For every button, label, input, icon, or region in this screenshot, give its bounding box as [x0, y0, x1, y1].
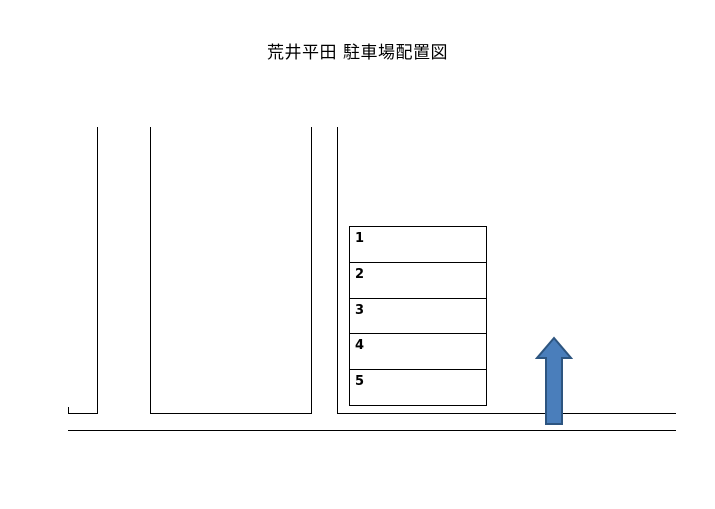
stall-number-label: 3	[355, 302, 365, 318]
parking-stall-row[interactable]: 3	[350, 298, 486, 335]
stall-number-label: 2	[355, 266, 365, 282]
arrow-up-icon	[535, 336, 573, 425]
stall-number-label: 4	[355, 338, 365, 354]
parking-stall-row[interactable]: 2	[350, 262, 486, 299]
building-3-left-wall	[337, 127, 338, 414]
building-2-bottom-wall	[150, 413, 312, 414]
building-1-bottom-wall	[68, 413, 98, 414]
building-2-right-wall	[311, 127, 312, 414]
stall-number-label: 1	[355, 231, 365, 246]
parking-stall-block: 1 2 3 4 5	[349, 226, 487, 406]
parking-stall-row[interactable]: 5	[350, 370, 486, 405]
parking-stall-row[interactable]: 4	[350, 334, 486, 371]
road-line	[68, 430, 676, 431]
building-1-left-wall	[68, 407, 69, 414]
building-3-bottom-wall	[337, 413, 676, 414]
stall-number-label: 5	[355, 374, 365, 390]
building-2-left-wall	[150, 127, 151, 414]
building-1-right-wall	[97, 127, 98, 414]
page-title: 荒井平田 駐車場配置図	[267, 43, 448, 63]
parking-stall-row[interactable]: 1	[350, 227, 486, 263]
